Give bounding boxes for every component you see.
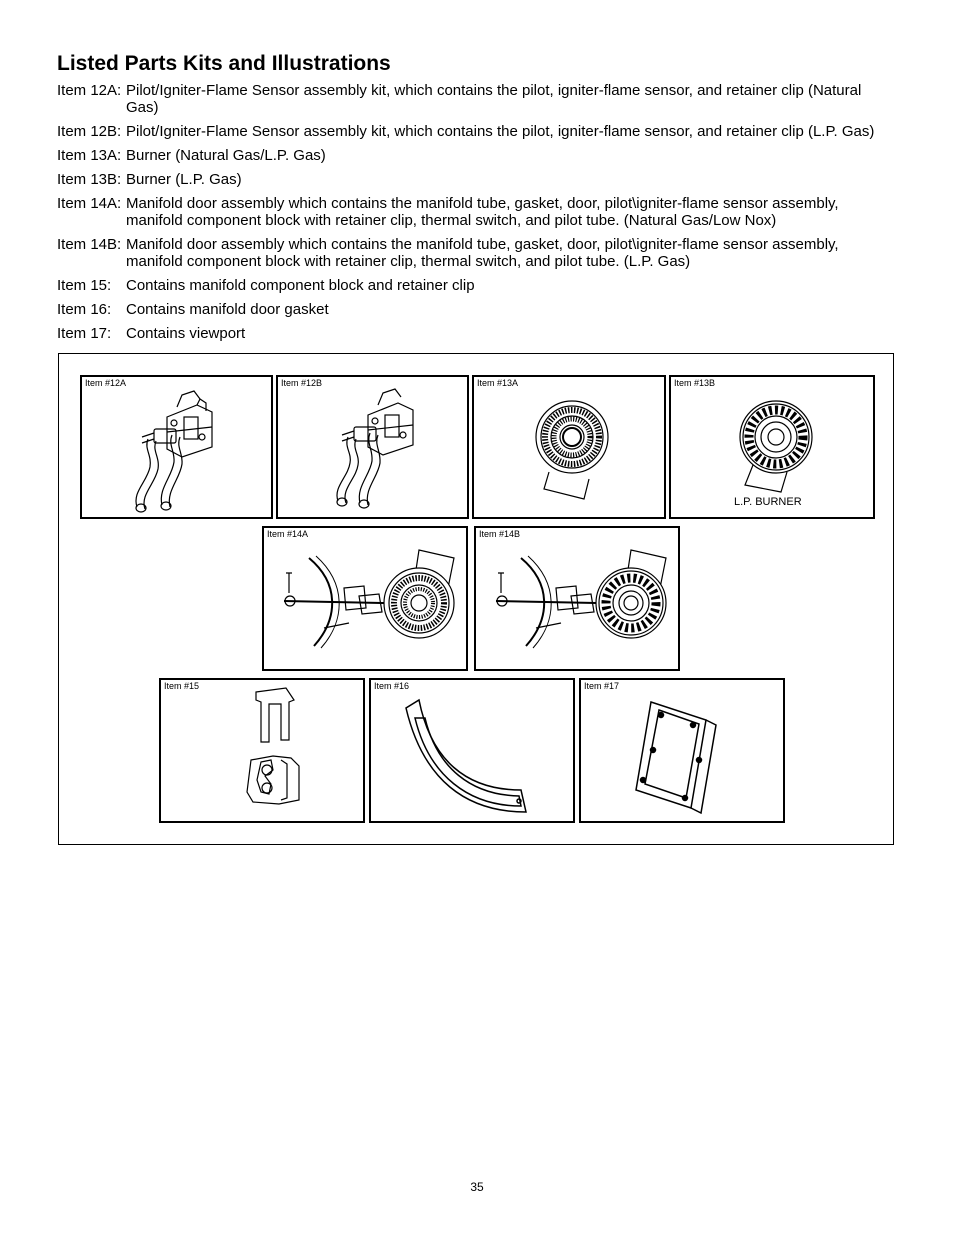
item-description: Burner (Natural Gas/L.P. Gas) <box>126 147 326 164</box>
parts-list-item: Item 16: Contains manifold door gasket <box>57 301 897 318</box>
item-description: Manifold door assembly which contains th… <box>126 195 839 229</box>
parts-list-item: Item 14A:Manifold door assembly which co… <box>57 195 897 229</box>
item-label: Item 12B: <box>57 123 122 140</box>
illustration-item-12b: Item #12B <box>276 375 469 519</box>
illustration-item-15: Item #15 <box>159 678 365 823</box>
parts-list-item: Item 12B:Pilot/Igniter-Flame Sensor asse… <box>57 123 897 140</box>
manifold-door-assembly-drawing <box>495 549 667 649</box>
illustration-label: Item #17 <box>584 681 620 691</box>
illustration-label: Item #16 <box>374 681 410 691</box>
parts-list-item: Item 13A:Burner (Natural Gas/L.P. Gas) <box>57 147 897 164</box>
parts-list-item: Item 15: Contains manifold component bloc… <box>57 277 897 294</box>
item-description: Manifold door assembly which contains th… <box>126 236 839 270</box>
parts-list-item: Item 12A:Pilot/Igniter-Flame Sensor asse… <box>57 82 897 116</box>
illustration-item-13a: Item #13A <box>472 375 666 519</box>
illustration-label: Item #12A <box>85 378 127 388</box>
item-label: Item 12A: <box>57 82 122 99</box>
illustration-item-13b: Item #13B L.P. BURNER <box>669 375 875 519</box>
item-label: Item 13A: <box>57 147 122 164</box>
item-label: Item 16: <box>57 301 112 318</box>
page-title: Listed Parts Kits and Illustrations <box>57 52 391 75</box>
illustration-label: Item #13B <box>674 378 716 388</box>
item-label: Item 14A: <box>57 195 122 212</box>
illustrations-frame: Item #12A Item #12B <box>58 353 894 845</box>
component-block-drawing <box>246 687 300 805</box>
pilot-assembly-drawing <box>336 388 414 509</box>
item-label: Item 15: <box>57 277 112 294</box>
item-description: Contains manifold component block and re… <box>126 277 475 294</box>
item-description: Burner (L.P. Gas) <box>126 171 242 188</box>
item-description: Pilot/Igniter-Flame Sensor assembly kit,… <box>126 123 875 140</box>
item-label: Item 13B: <box>57 171 122 188</box>
page-number: 35 <box>470 1180 484 1194</box>
lp-burner-drawing <box>739 400 813 493</box>
illustration-label: Item #15 <box>164 681 200 691</box>
burner-drawing <box>535 400 609 500</box>
illustration-item-14a: Item #14A <box>262 526 468 671</box>
illustration-label: Item #14A <box>267 529 309 539</box>
manifold-door-assembly-drawing <box>283 549 455 649</box>
illustration-item-12a: Item #12A <box>80 375 273 519</box>
illustration-label: Item #13A <box>477 378 519 388</box>
illustration-item-17: Item #17 <box>579 678 785 823</box>
illustration-item-16: Item #16 <box>369 678 575 823</box>
item-description: Contains viewport <box>126 325 246 342</box>
item-description: Pilot/Igniter-Flame Sensor assembly kit,… <box>126 82 862 116</box>
pilot-assembly-drawing <box>135 390 213 513</box>
parts-list-item: Item 14B:Manifold door assembly which co… <box>57 236 897 270</box>
door-gasket-drawing <box>405 698 527 813</box>
item-description: Contains manifold door gasket <box>126 301 329 318</box>
viewport-drawing <box>635 701 717 815</box>
illustration-label: Item #14B <box>479 529 521 539</box>
parts-list: Item 12A:Pilot/Igniter-Flame Sensor asse… <box>57 82 897 349</box>
illustration-label: Item #12B <box>281 378 323 388</box>
illustration-item-14b: Item #14B <box>474 526 680 671</box>
parts-list-item: Item 17: Contains viewport <box>57 325 897 342</box>
item-label: Item 17: <box>57 325 112 342</box>
burner-caption: L.P. BURNER <box>734 496 802 508</box>
item-label: Item 14B: <box>57 236 122 253</box>
parts-list-item: Item 13B:Burner (L.P. Gas) <box>57 171 897 188</box>
